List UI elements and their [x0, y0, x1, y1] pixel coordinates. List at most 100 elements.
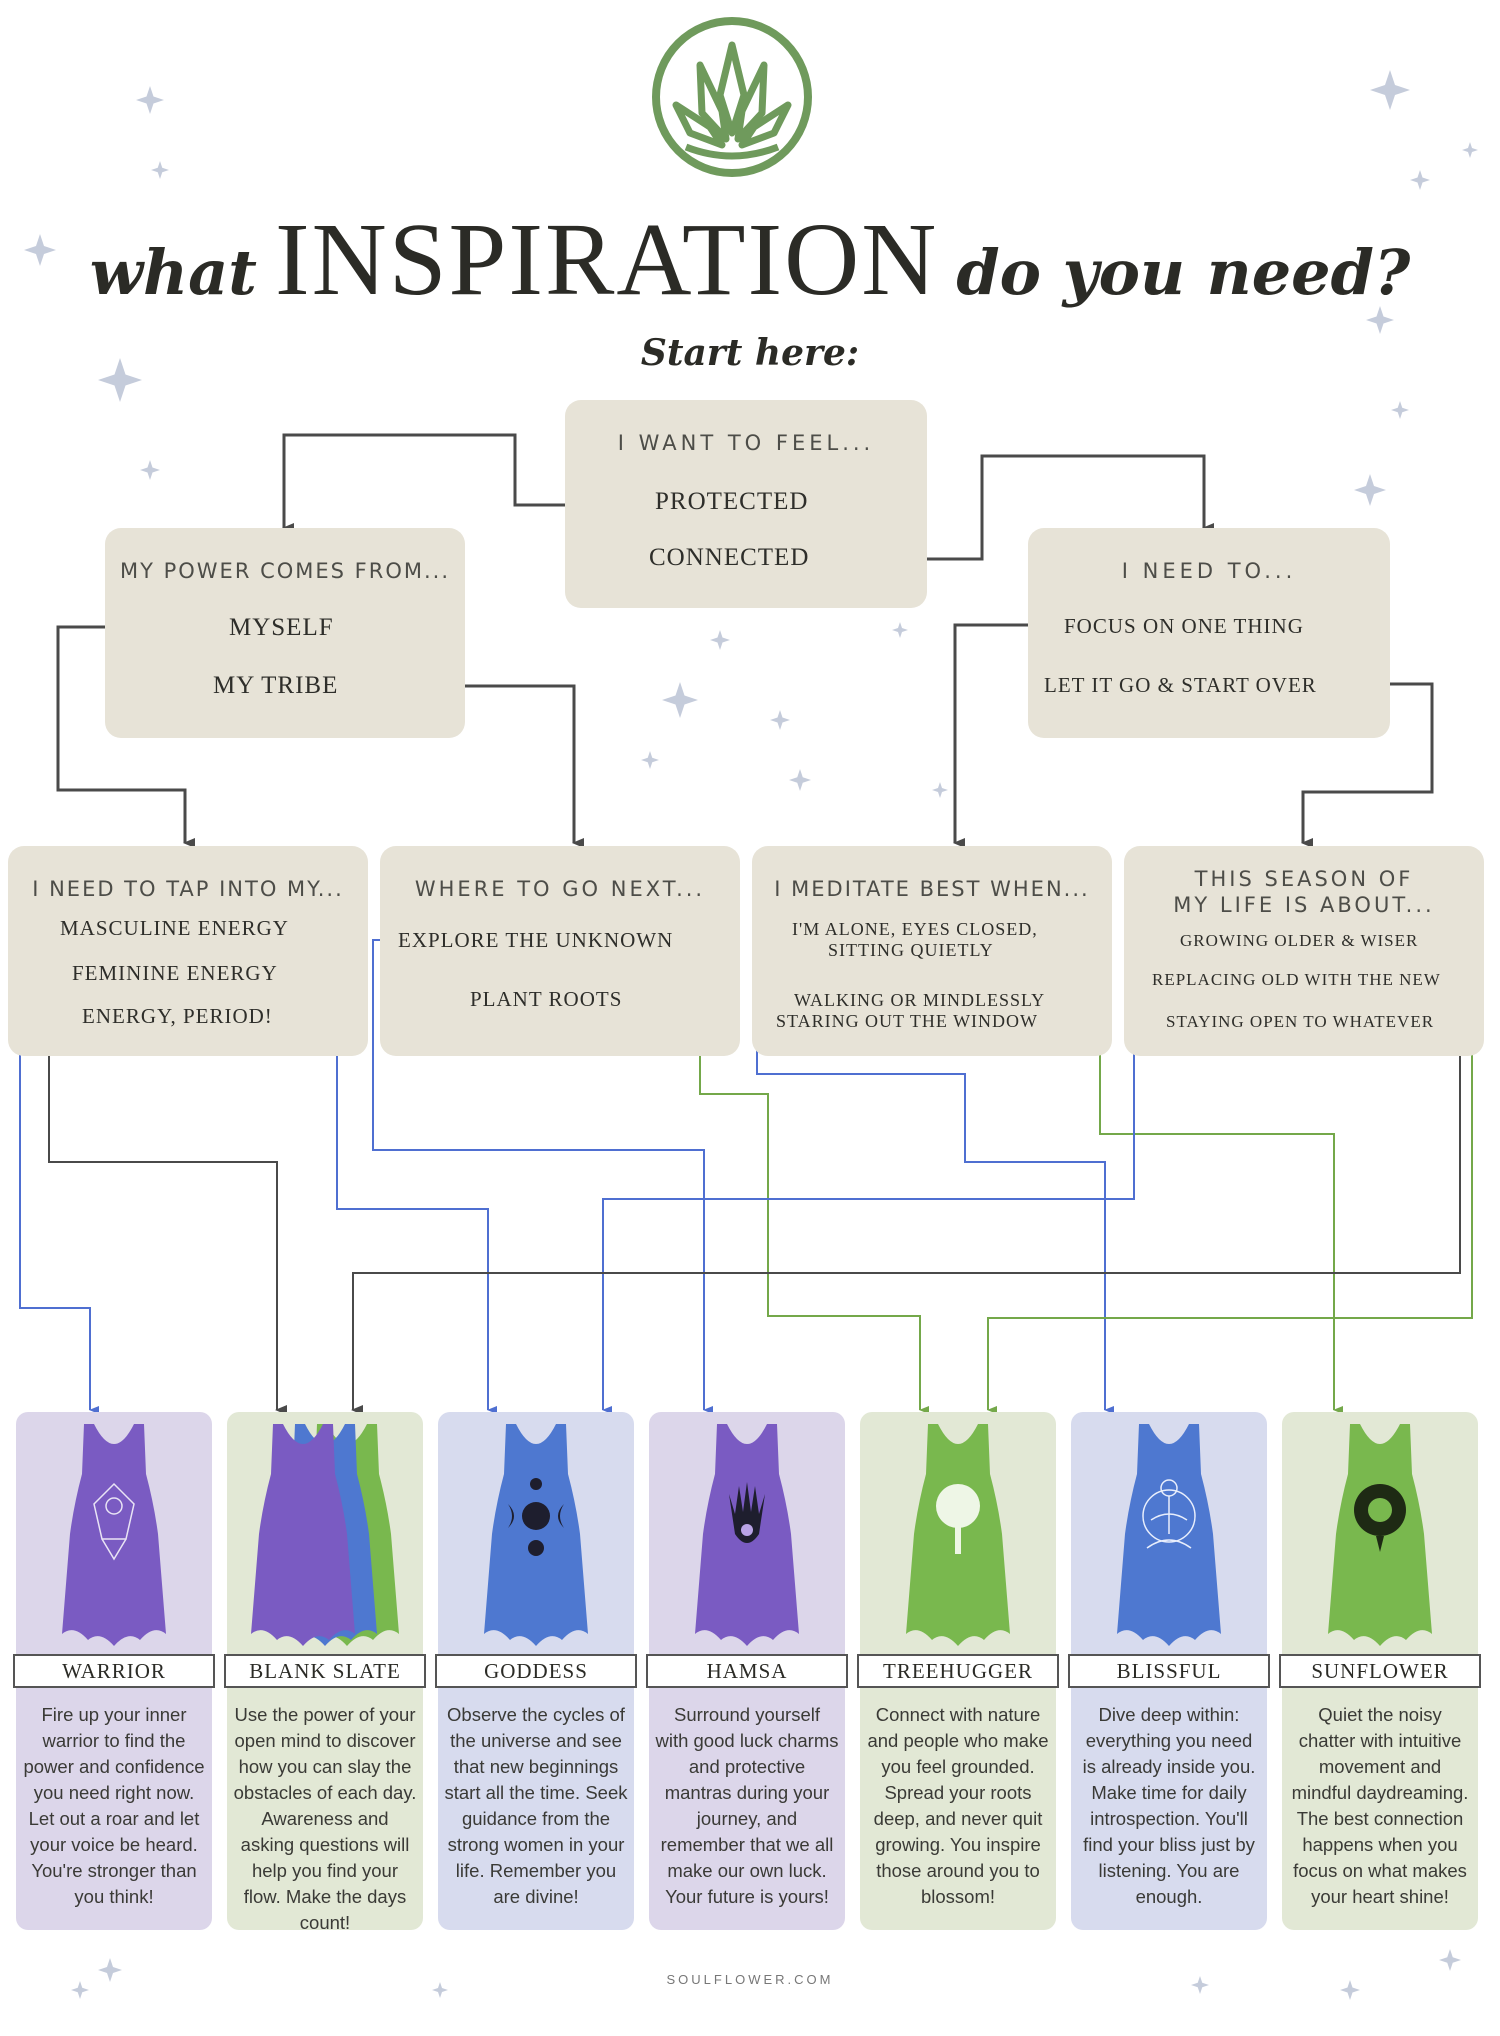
star-shape	[1366, 306, 1394, 334]
star-shape	[1439, 1949, 1461, 1971]
option-let-go[interactable]: LET IT GO & START OVER	[1044, 673, 1317, 697]
line-walking	[1085, 1015, 1343, 1414]
option-alone[interactable]: I'M ALONE, EYES CLOSED,	[792, 919, 1038, 939]
option-energy-period[interactable]: ENERGY, PERIOD!	[82, 1004, 273, 1028]
product-description: Observe the cycles of the universe and s…	[444, 1704, 628, 1907]
line-focus	[953, 623, 1058, 848]
option-protected[interactable]: PROTECTED	[655, 488, 809, 515]
line-connected	[842, 454, 1214, 561]
product-description: Quiet the noisy chatter with intuitive m…	[1291, 1704, 1469, 1907]
goddess-tank-icon	[484, 1424, 588, 1646]
star-shape	[151, 161, 169, 179]
line-staying-open	[351, 1021, 1461, 1415]
star-shape	[770, 710, 790, 730]
option-growing[interactable]: GROWING OLDER & WISER	[1180, 931, 1419, 950]
star-shape	[24, 234, 56, 266]
product-card-0[interactable]: WARRIOR Fire up your inner warrior to fin…	[13, 1412, 215, 1930]
option-explore[interactable]: EXPLORE THE UNKNOWN	[398, 928, 674, 952]
box-tap-into: I NEED TO TAP INTO MY... MASCULINE ENERG…	[8, 846, 368, 1056]
title-part-inspiration: INSPIRATION	[274, 202, 939, 317]
option-connected[interactable]: CONNECTED	[649, 544, 810, 571]
start-label: Start here:	[640, 332, 860, 374]
option-my-tribe[interactable]: MY TRIBE	[213, 672, 339, 699]
star-shape	[1340, 1980, 1360, 2000]
product-card-1[interactable]: BLANK SLATE Use the power of your open mi…	[224, 1412, 426, 1933]
star-shape	[1391, 401, 1409, 419]
product-card-4[interactable]: TREEHUGGER Connect with nature and people…	[857, 1412, 1059, 1930]
box-want-to-feel: I WANT TO FEEL... PROTECTED CONNECTED	[565, 400, 927, 608]
option-replacing[interactable]: REPLACING OLD WITH THE NEW	[1152, 970, 1441, 989]
product-description: Surround yourself with good luck charms …	[655, 1704, 839, 1907]
line-protected	[282, 433, 655, 533]
product-card-3[interactable]: HAMSA Surround yourself with good luck ch…	[646, 1412, 848, 1930]
product-name: BLANK SLATE	[224, 1654, 426, 1688]
star-shape	[641, 751, 659, 769]
star-shape	[789, 769, 811, 791]
product-description: Fire up your inner warrior to find the p…	[23, 1704, 205, 1907]
product-description: Connect with nature and people who make …	[867, 1704, 1049, 1907]
footer-site[interactable]: SOULFLOWER.COM	[666, 1972, 834, 1987]
box-meditate: I MEDITATE BEST WHEN... I'M ALONE, EYES …	[752, 846, 1112, 1056]
star-shape	[892, 622, 908, 638]
star-shape	[932, 782, 948, 798]
star-shape	[1354, 474, 1386, 506]
product-name: BLISSFUL	[1068, 1654, 1270, 1688]
star-shape	[140, 460, 160, 480]
star-shape	[71, 1981, 89, 1999]
box-where-to-go: WHERE TO GO NEXT... EXPLORE THE UNKNOWN …	[380, 846, 740, 1056]
box-this-season: THIS SEASON OF MY LIFE IS ABOUT... GROWI…	[1124, 846, 1484, 1056]
star-shape	[98, 1958, 122, 1982]
product-description: Use the power of your open mind to disco…	[233, 1704, 417, 1933]
box-header: MY POWER COMES FROM...	[119, 559, 451, 583]
box-header: I WANT TO FEEL...	[617, 431, 875, 455]
star-shape	[136, 86, 164, 114]
product-card-2[interactable]: GODDESS Observe the cycles of the univers…	[435, 1412, 637, 1930]
box-header-line2: MY LIFE IS ABOUT...	[1173, 893, 1435, 917]
option-staying-open[interactable]: STAYING OPEN TO WHATEVER	[1166, 1012, 1435, 1031]
hamsa-tank-icon	[695, 1424, 799, 1646]
treehugger-tank-icon	[906, 1424, 1010, 1646]
star-shape	[662, 682, 698, 718]
product-name: WARRIOR	[13, 1654, 215, 1688]
blank-slate-tank-icon	[251, 1424, 399, 1646]
option-plant-roots[interactable]: PLANT ROOTS	[470, 987, 623, 1011]
box-header: WHERE TO GO NEXT...	[414, 877, 706, 901]
star-shape	[432, 1982, 448, 1998]
star-shape	[98, 358, 142, 402]
star-shape	[1410, 170, 1430, 190]
box-header: THIS SEASON OF	[1194, 867, 1414, 891]
product-name: TREEHUGGER	[857, 1654, 1059, 1688]
product-name: HAMSA	[646, 1654, 848, 1688]
product-description: Dive deep within: everything you need is…	[1082, 1704, 1256, 1907]
star-shape	[1191, 1976, 1209, 1994]
line-plant-roots	[646, 998, 929, 1414]
option-walking[interactable]: WALKING OR MINDLESSLY	[794, 990, 1046, 1010]
title-part-question: do you need?	[956, 236, 1411, 309]
blissful-tank-icon	[1117, 1424, 1221, 1646]
box-header: I MEDITATE BEST WHEN...	[774, 877, 1090, 901]
option-myself[interactable]: MYSELF	[229, 614, 334, 641]
star-shape	[1462, 142, 1478, 158]
product-name: GODDESS	[435, 1654, 637, 1688]
line-let-go	[1301, 682, 1434, 848]
title-part-what: what	[89, 236, 257, 309]
box-header: I NEED TO TAP INTO MY...	[32, 877, 344, 901]
sunflower-tank-icon	[1328, 1424, 1432, 1646]
option-walking-line2[interactable]: STARING OUT THE WINDOW	[776, 1011, 1039, 1031]
product-card-5[interactable]: BLISSFUL Dive deep within: everything you…	[1068, 1412, 1270, 1930]
line-energy-period	[48, 1015, 287, 1415]
option-focus[interactable]: FOCUS ON ONE THING	[1064, 614, 1304, 638]
leaf-logo-icon	[652, 17, 812, 177]
box-header: I NEED TO...	[1121, 559, 1297, 583]
option-masculine[interactable]: MASCULINE ENERGY	[60, 916, 289, 940]
option-feminine[interactable]: FEMININE ENERGY	[72, 961, 278, 985]
box-need-to: I NEED TO... FOCUS ON ONE THING LET IT G…	[1028, 528, 1390, 738]
star-shape	[710, 630, 730, 650]
box-power-comes-from: MY POWER COMES FROM... MYSELF MY TRIBE	[105, 528, 465, 738]
option-alone-line2[interactable]: SITTING QUIETLY	[828, 940, 994, 960]
product-name: SUNFLOWER	[1279, 1654, 1481, 1688]
star-shape	[1370, 70, 1410, 110]
product-card-6[interactable]: SUNFLOWER Quiet the noisy chatter with in…	[1279, 1412, 1481, 1930]
